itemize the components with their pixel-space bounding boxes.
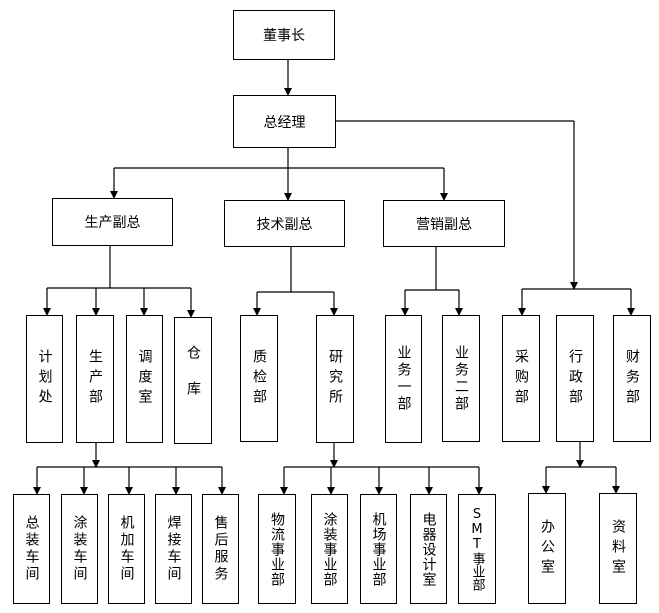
finance-box: 财务部	[613, 315, 651, 442]
division-smt-label: SMT事业部	[469, 507, 485, 591]
warehouse-label: 仓库	[185, 344, 201, 417]
purchasing-label: 采购部	[513, 348, 529, 409]
division-airport-box: 机场事业部	[360, 494, 397, 604]
archives-label: 资料室	[610, 518, 626, 579]
vp-production-box: 生产副总	[52, 198, 173, 246]
purchasing-box: 采购部	[502, 315, 540, 442]
sales-1-box: 业务一部	[385, 315, 422, 443]
division-coating-box: 涂装事业部	[311, 494, 348, 604]
dispatch-label: 调度室	[136, 349, 153, 409]
sales-1-label: 业务一部	[395, 345, 412, 413]
vp-marketing-box: 营销副总	[383, 200, 505, 247]
finance-label: 财务部	[624, 348, 640, 409]
division-electrical-box: 电器设计室	[410, 494, 447, 604]
office-box: 办公室	[528, 493, 566, 604]
production-dept-box: 生产部	[76, 315, 114, 443]
division-logistics-box: 物流事业部	[258, 494, 296, 604]
planning-box: 计划处	[26, 315, 63, 443]
quality-box: 质检部	[240, 315, 278, 442]
division-coating-label: 涂装事业部	[321, 511, 338, 587]
vp-marketing-label: 营销副总	[416, 216, 472, 233]
office-label: 办公室	[539, 518, 555, 579]
division-electrical-label: 电器设计室	[420, 511, 437, 587]
vp-technology-box: 技术副总	[224, 200, 345, 247]
vp-technology-label: 技术副总	[256, 216, 313, 233]
planning-label: 计划处	[36, 349, 53, 409]
workshop-assembly-box: 总装车间	[13, 494, 50, 604]
sales-2-box: 业务二部	[442, 315, 480, 442]
production-dept-label: 生产部	[87, 349, 103, 409]
after-sales-box: 售后服务	[202, 494, 239, 604]
workshop-painting-box: 涂装车间	[61, 494, 98, 604]
admin-box: 行政部	[556, 315, 594, 442]
dispatch-box: 调度室	[126, 315, 163, 443]
workshop-assembly-label: 总装车间	[23, 515, 40, 583]
vp-production-label: 生产副总	[84, 215, 141, 231]
research-box: 研究所	[316, 315, 354, 443]
after-sales-label: 售后服务	[212, 515, 229, 583]
workshop-machining-label: 机加车间	[118, 515, 135, 583]
division-airport-label: 机场事业部	[370, 511, 387, 587]
workshop-machining-box: 机加车间	[108, 494, 145, 604]
admin-label: 行政部	[567, 348, 583, 409]
division-logistics-label: 物流事业部	[269, 511, 285, 587]
chairman-box: 董事长	[233, 10, 335, 60]
archives-box: 资料室	[599, 493, 637, 604]
research-label: 研究所	[327, 349, 343, 409]
chairman-label: 董事长	[263, 28, 305, 44]
sales-2-label: 业务二部	[453, 344, 469, 413]
workshop-painting-label: 涂装车间	[71, 515, 88, 583]
workshop-welding-label: 焊接车间	[165, 515, 182, 583]
general-manager-box: 总经理	[233, 95, 336, 148]
general-manager-label: 总经理	[263, 114, 306, 131]
warehouse-box: 仓库	[174, 317, 212, 444]
workshop-welding-box: 焊接车间	[155, 494, 192, 604]
division-smt-box: SMT事业部	[458, 494, 496, 604]
quality-label: 质检部	[251, 348, 267, 409]
